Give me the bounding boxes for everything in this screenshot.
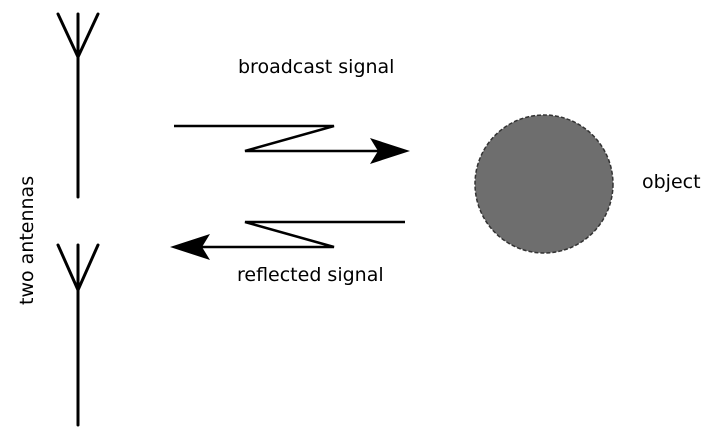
broadcast-arrowhead	[370, 138, 410, 164]
reflected-arrowhead	[170, 234, 210, 260]
upper-antenna-right-arm	[76, 12, 100, 59]
reflected-signal-label: reflected signal	[237, 264, 384, 286]
object-label: object	[642, 171, 701, 193]
lower-antenna-left-arm	[56, 243, 80, 292]
lower-antenna	[56, 243, 100, 427]
two-antennas-label: two antennas	[16, 175, 38, 305]
upper-antenna	[56, 12, 100, 199]
broadcast-signal-path	[174, 124, 378, 153]
lower-antenna-right-arm	[76, 243, 100, 292]
broadcast-signal-arrow	[174, 124, 410, 164]
reflected-signal-arrow	[170, 220, 405, 260]
broadcast-signal-label: broadcast signal	[238, 56, 395, 78]
object-circle	[474, 114, 614, 254]
upper-antenna-left-arm	[56, 12, 80, 59]
reflected-signal-path	[202, 220, 405, 249]
